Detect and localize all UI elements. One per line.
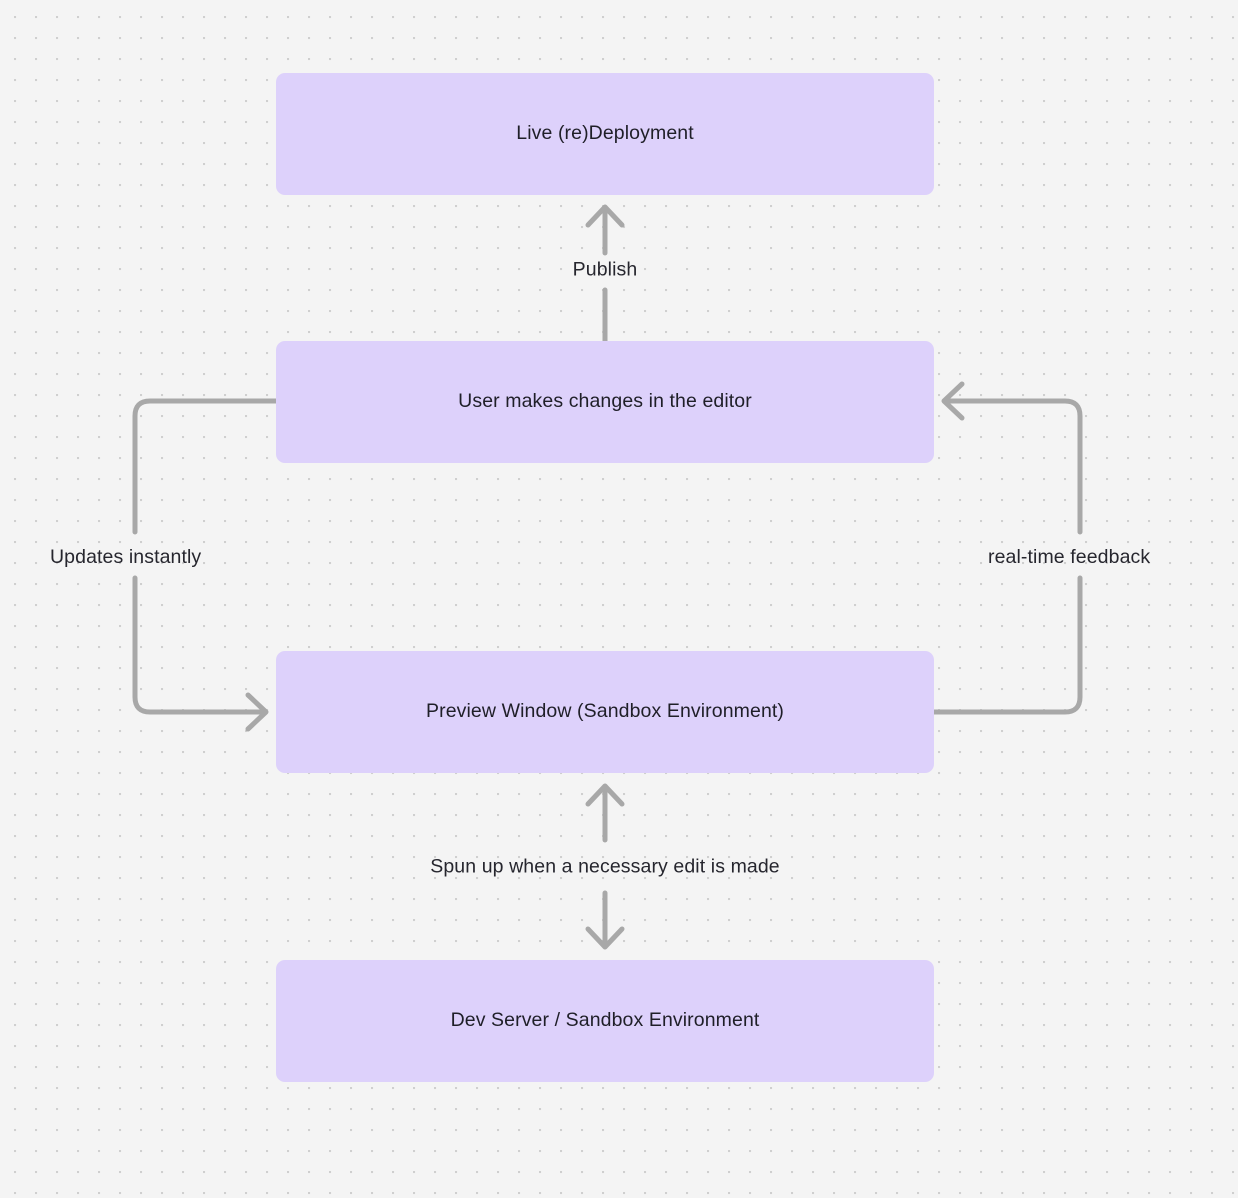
node-label: User makes changes in the editor: [458, 390, 752, 413]
edge-label-updates-instantly: Updates instantly: [50, 546, 202, 568]
node-label: Live (re)Deployment: [516, 122, 694, 145]
edge-label-real-time-feedback: real-time feedback: [988, 546, 1151, 568]
node-user-edits[interactable]: User makes changes in the editor: [276, 341, 934, 463]
node-label: Preview Window (Sandbox Environment): [426, 700, 784, 723]
node-live-deployment[interactable]: Live (re)Deployment: [276, 73, 934, 195]
node-dev-server[interactable]: Dev Server / Sandbox Environment: [276, 960, 934, 1082]
node-label: Dev Server / Sandbox Environment: [450, 1009, 760, 1032]
edge-label-spun-up: Spun up when a necessary edit is made: [430, 855, 780, 878]
node-preview-window[interactable]: Preview Window (Sandbox Environment): [276, 651, 934, 773]
edge-label-publish: Publish: [572, 258, 638, 281]
